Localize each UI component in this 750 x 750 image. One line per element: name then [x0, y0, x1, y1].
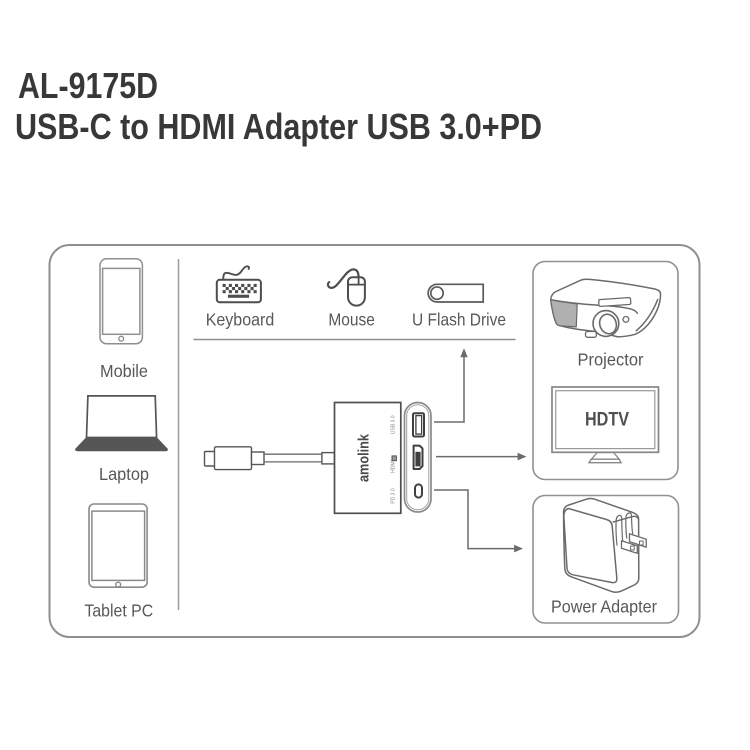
svg-text:Mouse: Mouse	[328, 310, 375, 330]
svg-text:PD 3.0: PD 3.0	[390, 488, 396, 504]
svg-text:HDTV: HDTV	[585, 410, 629, 431]
svg-text:AL-9175D: AL-9175D	[18, 65, 158, 106]
svg-text:HDMI: HDMI	[390, 460, 396, 473]
svg-text:Projector: Projector	[578, 350, 644, 370]
svg-text:amolink: amolink	[355, 433, 372, 482]
svg-text:Mobile: Mobile	[100, 361, 148, 381]
svg-text:Laptop: Laptop	[99, 464, 149, 484]
svg-text:Power Adapter: Power Adapter	[551, 597, 657, 617]
svg-text:USB 3.0: USB 3.0	[390, 415, 396, 434]
svg-text:Keyboard: Keyboard	[206, 310, 275, 330]
svg-text:Tablet PC: Tablet PC	[84, 601, 153, 621]
svg-text:USB-C to HDMI Adapter USB 3.0+: USB-C to HDMI Adapter USB 3.0+PD	[15, 106, 542, 147]
svg-text:U Flash Drive: U Flash Drive	[412, 310, 506, 330]
